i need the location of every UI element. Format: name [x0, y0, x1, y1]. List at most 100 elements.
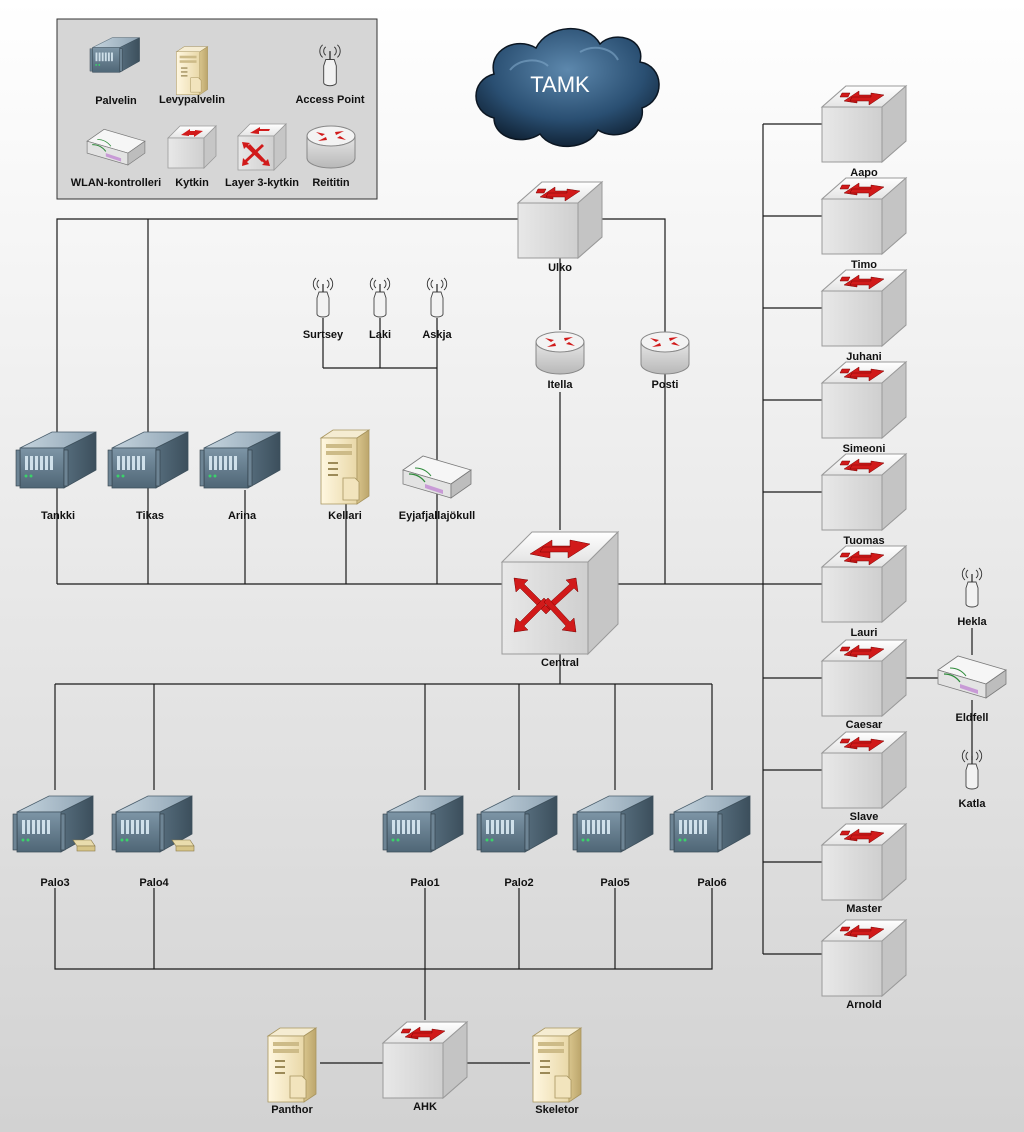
legend-server-label: Palvelin: [95, 95, 137, 107]
node-timo-label: Timo: [851, 259, 877, 271]
server-icon: [382, 795, 464, 853]
node-kellari-label: Kellari: [328, 510, 362, 522]
node-skeletor-label: Skeletor: [535, 1104, 579, 1116]
node-arnold[interactable]: Arnold: [821, 919, 907, 1011]
layer3-switch-icon: [501, 531, 619, 655]
node-aapo-label: Aapo: [850, 167, 878, 179]
switch-icon: [821, 361, 907, 439]
node-slave[interactable]: Slave: [821, 731, 907, 823]
node-lauri[interactable]: Lauri: [821, 545, 907, 639]
node-hekla-label: Hekla: [957, 616, 987, 628]
internet-cloud: TAMK: [475, 28, 660, 148]
node-palo2-label: Palo2: [504, 877, 533, 889]
file-server-icon: [267, 1027, 317, 1103]
node-arnold-label: Arnold: [846, 999, 881, 1011]
node-eyjafjallajokull-label: Eyjafjallajökull: [399, 510, 475, 522]
node-surtsey-label: Surtsey: [303, 329, 344, 341]
node-simeoni[interactable]: Simeoni: [821, 361, 907, 455]
server-icon: [107, 431, 189, 489]
node-laki-label: Laki: [369, 329, 391, 341]
node-arina-label: Arina: [228, 510, 257, 522]
file-server-icon: [176, 46, 208, 96]
node-caesar-label: Caesar: [846, 719, 883, 731]
node-juhani[interactable]: Juhani: [821, 269, 907, 363]
node-ulko-label: Ulko: [548, 262, 572, 274]
server-icon: [15, 431, 97, 489]
node-juhani-label: Juhani: [846, 351, 881, 363]
switch-icon: [821, 545, 907, 623]
node-laki[interactable]: Laki: [369, 277, 391, 341]
switch-icon: [821, 919, 907, 997]
node-ahk[interactable]: AHK: [382, 1021, 468, 1113]
node-hekla[interactable]: Hekla: [957, 567, 988, 628]
legend-file-server-label: Levypalvelin: [159, 94, 225, 106]
node-palo3-label: Palo3: [40, 877, 69, 889]
node-aapo[interactable]: Aapo: [821, 85, 907, 179]
node-panthor[interactable]: Panthor: [267, 1027, 317, 1116]
node-caesar[interactable]: Caesar: [821, 639, 907, 731]
legend-wlan-controller: WLAN-kontrolleri: [71, 128, 161, 189]
legend-l3-switch-label: Layer 3-kytkin: [225, 177, 299, 189]
node-palo5-label: Palo5: [600, 877, 629, 889]
node-central[interactable]: Central: [501, 531, 619, 669]
node-timo[interactable]: Timo: [821, 177, 907, 271]
wlan-controller-icon: [937, 655, 1007, 699]
node-palo6[interactable]: Palo6: [669, 795, 751, 889]
node-itella-label: Itella: [547, 379, 573, 391]
node-tankki[interactable]: Tankki: [15, 431, 97, 522]
node-katla[interactable]: Katla: [959, 749, 987, 810]
switch-icon: [821, 823, 907, 901]
cloud-label: TAMK: [530, 72, 590, 97]
legend-router-label: Reititin: [312, 177, 350, 189]
node-surtsey[interactable]: Surtsey: [303, 277, 344, 341]
server-icon: [199, 431, 281, 489]
server-icon: [13, 796, 95, 852]
server-icon: [572, 795, 654, 853]
node-ulko[interactable]: Ulko: [517, 181, 603, 274]
node-central-label: Central: [541, 657, 579, 669]
access-point-icon: [312, 277, 334, 318]
node-tikas-label: Tikas: [136, 510, 164, 522]
access-point-icon: [961, 567, 983, 608]
node-itella[interactable]: Itella: [535, 331, 585, 391]
node-master[interactable]: Master: [821, 823, 907, 915]
server-icon: [112, 796, 194, 852]
node-slave-label: Slave: [850, 811, 879, 823]
access-point-icon: [426, 277, 448, 318]
node-palo4[interactable]: Palo4: [112, 796, 194, 889]
wlan-controller-icon: [402, 455, 472, 499]
switch-icon: [821, 269, 907, 347]
router-icon: [535, 331, 585, 375]
switch-icon: [821, 731, 907, 809]
node-arina[interactable]: Arina: [199, 431, 281, 522]
node-eldfell[interactable]: Eldfell: [937, 655, 1007, 724]
legend-file-server: Levypalvelin: [159, 46, 225, 106]
switch-icon: [821, 85, 907, 163]
legend-l3-switch: Layer 3-kytkin: [225, 123, 299, 189]
node-askja[interactable]: Askja: [422, 277, 453, 341]
node-posti-label: Posti: [652, 379, 679, 391]
access-point-icon: [369, 277, 391, 318]
node-palo3[interactable]: Palo3: [13, 796, 95, 889]
switch-icon: [821, 177, 907, 255]
file-server-icon: [532, 1027, 582, 1103]
node-palo1-label: Palo1: [410, 877, 439, 889]
switch-icon: [167, 125, 217, 169]
cloud-icon: [475, 28, 660, 148]
node-palo2[interactable]: Palo2: [476, 795, 558, 889]
node-palo1[interactable]: Palo1: [382, 795, 464, 889]
node-eyjafjallajokull[interactable]: Eyjafjallajökull: [399, 455, 475, 522]
node-palo5[interactable]: Palo5: [572, 795, 654, 889]
node-posti[interactable]: Posti: [640, 331, 690, 391]
legend-access-point: Access Point: [295, 44, 365, 106]
file-server-icon: [320, 429, 370, 505]
node-panthor-label: Panthor: [271, 1104, 313, 1116]
node-eldfell-label: Eldfell: [955, 712, 988, 724]
switch-icon: [821, 453, 907, 531]
legend-box: Palvelin Levypalvelin Access Point WLAN-…: [56, 18, 378, 200]
node-tikas[interactable]: Tikas: [107, 431, 189, 522]
node-tuomas[interactable]: Tuomas: [821, 453, 907, 547]
node-kellari[interactable]: Kellari: [320, 429, 370, 522]
node-skeletor[interactable]: Skeletor: [532, 1027, 582, 1116]
